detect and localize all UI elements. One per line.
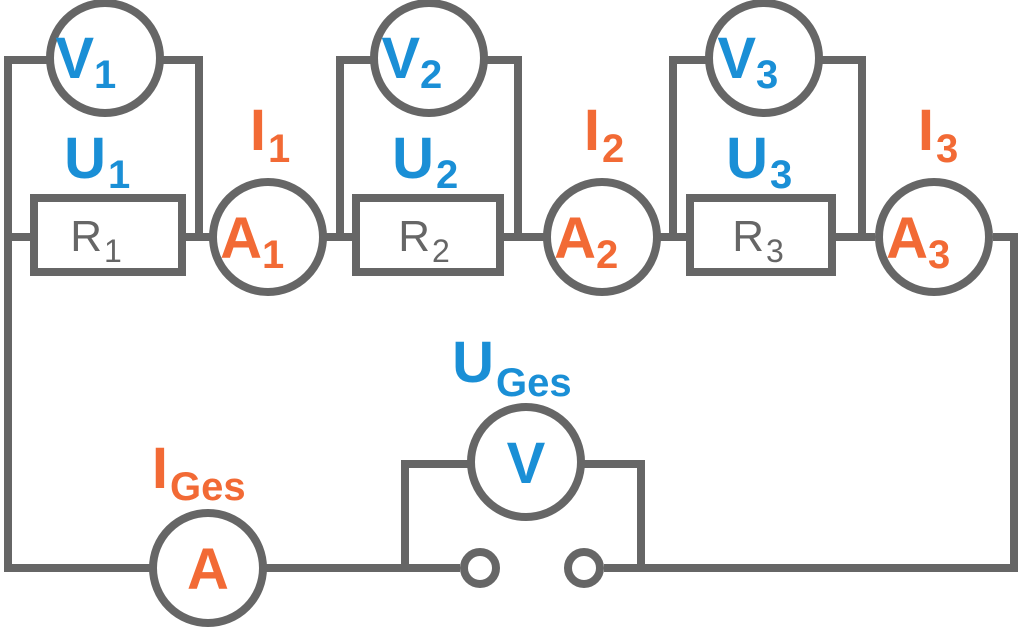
- voltage-label-1: U 1: [64, 126, 130, 197]
- total-voltmeter-symbol: V: [507, 431, 546, 496]
- voltmeter-3: V 3: [705, 0, 823, 117]
- current-label-2-index: 2: [602, 127, 624, 171]
- current-label-3-index: 3: [936, 127, 958, 171]
- source-terminal-right: [564, 548, 604, 588]
- ammeter-3: A 3: [875, 178, 993, 296]
- current-label-3: I 3: [918, 98, 958, 171]
- voltmeter-1: V 1: [46, 0, 164, 117]
- resistor-2: R 2: [352, 194, 504, 276]
- source-terminal-left: [460, 548, 500, 588]
- current-label-total-symbol: I: [152, 436, 168, 501]
- resistor-1-index: 1: [104, 233, 122, 269]
- current-label-1-index: 1: [268, 127, 290, 171]
- current-label-1: I 1: [250, 98, 290, 171]
- main-loop-wire: [4, 233, 1018, 572]
- ammeter-3-index: 3: [928, 233, 950, 277]
- resistor-2-symbol: R: [398, 212, 430, 261]
- voltage-label-3-index: 3: [770, 153, 792, 197]
- ammeter-2-index: 2: [596, 233, 618, 277]
- voltmeter-1-symbol: V: [55, 26, 94, 91]
- resistor-3-index: 3: [766, 233, 784, 269]
- total-voltmeter-leads: [401, 460, 645, 568]
- total-ammeter: A: [149, 509, 267, 627]
- current-label-2-symbol: I: [584, 98, 600, 163]
- voltmeter-2-index: 2: [420, 53, 442, 97]
- voltage-label-total: U Ges: [452, 330, 572, 405]
- voltmeter-1-index: 1: [94, 53, 116, 97]
- voltmeter-3-index: 3: [756, 53, 778, 97]
- voltmeter-1-leads: [4, 56, 203, 237]
- circuit-wires: [4, 56, 1018, 572]
- voltmeter-3-symbol: V: [717, 26, 756, 91]
- voltage-label-total-index: Ges: [496, 361, 572, 405]
- ammeter-1-index: 1: [262, 233, 284, 277]
- voltage-label-1-index: 1: [108, 153, 130, 197]
- current-label-2: I 2: [584, 98, 624, 171]
- current-label-total: I Ges: [152, 436, 246, 509]
- voltage-label-3-symbol: U: [726, 126, 768, 191]
- ammeter-2: A 2: [543, 178, 661, 296]
- current-label-3-symbol: I: [918, 98, 934, 163]
- ammeter-1-symbol: A: [220, 206, 262, 271]
- voltmeter-2-leads: [336, 56, 522, 237]
- current-label-1-symbol: I: [250, 98, 266, 163]
- voltage-label-total-symbol: U: [452, 330, 494, 395]
- voltmeter-2: V 2: [370, 0, 488, 117]
- resistor-2-index: 2: [432, 233, 450, 269]
- voltage-label-1-symbol: U: [64, 126, 106, 191]
- resistor-3: R 3: [686, 194, 836, 276]
- resistor-1-symbol: R: [70, 212, 102, 261]
- ammeter-2-symbol: A: [554, 206, 596, 271]
- resistor-1: R 1: [30, 194, 186, 276]
- voltmeter-3-leads: [669, 56, 866, 237]
- ammeter-3-symbol: A: [886, 206, 928, 271]
- voltage-label-2-index: 2: [436, 153, 458, 197]
- voltage-label-3: U 3: [726, 126, 792, 197]
- voltmeter-2-symbol: V: [381, 26, 420, 91]
- voltage-source-terminals: [460, 548, 604, 588]
- current-label-total-index: Ges: [170, 465, 246, 509]
- resistor-3-symbol: R: [732, 212, 764, 261]
- ammeter-1: A 1: [209, 178, 327, 296]
- total-ammeter-symbol: A: [187, 537, 229, 602]
- voltage-label-2-symbol: U: [392, 126, 434, 191]
- voltage-label-2: U 2: [392, 126, 458, 197]
- total-voltmeter: V: [467, 403, 585, 521]
